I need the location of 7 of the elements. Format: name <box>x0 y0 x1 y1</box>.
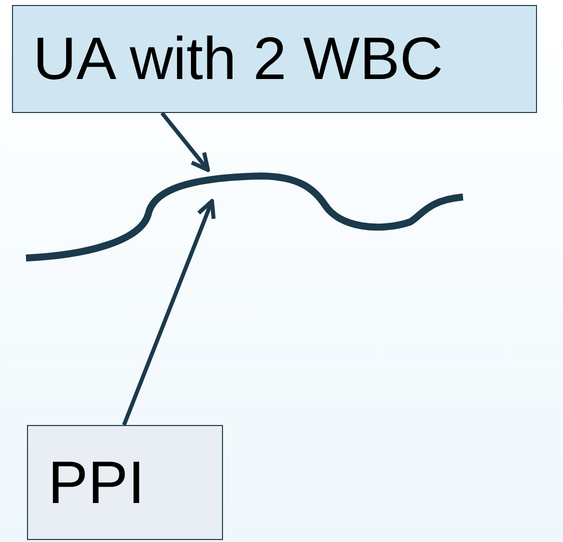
label-text: PPI <box>48 452 145 512</box>
label-text: UA with 2 WBC <box>33 29 444 89</box>
leader-arrow <box>122 199 216 426</box>
leader-arrow <box>160 112 210 172</box>
label-box <box>12 5 537 113</box>
label-box <box>27 425 223 540</box>
curve-line <box>26 172 464 262</box>
